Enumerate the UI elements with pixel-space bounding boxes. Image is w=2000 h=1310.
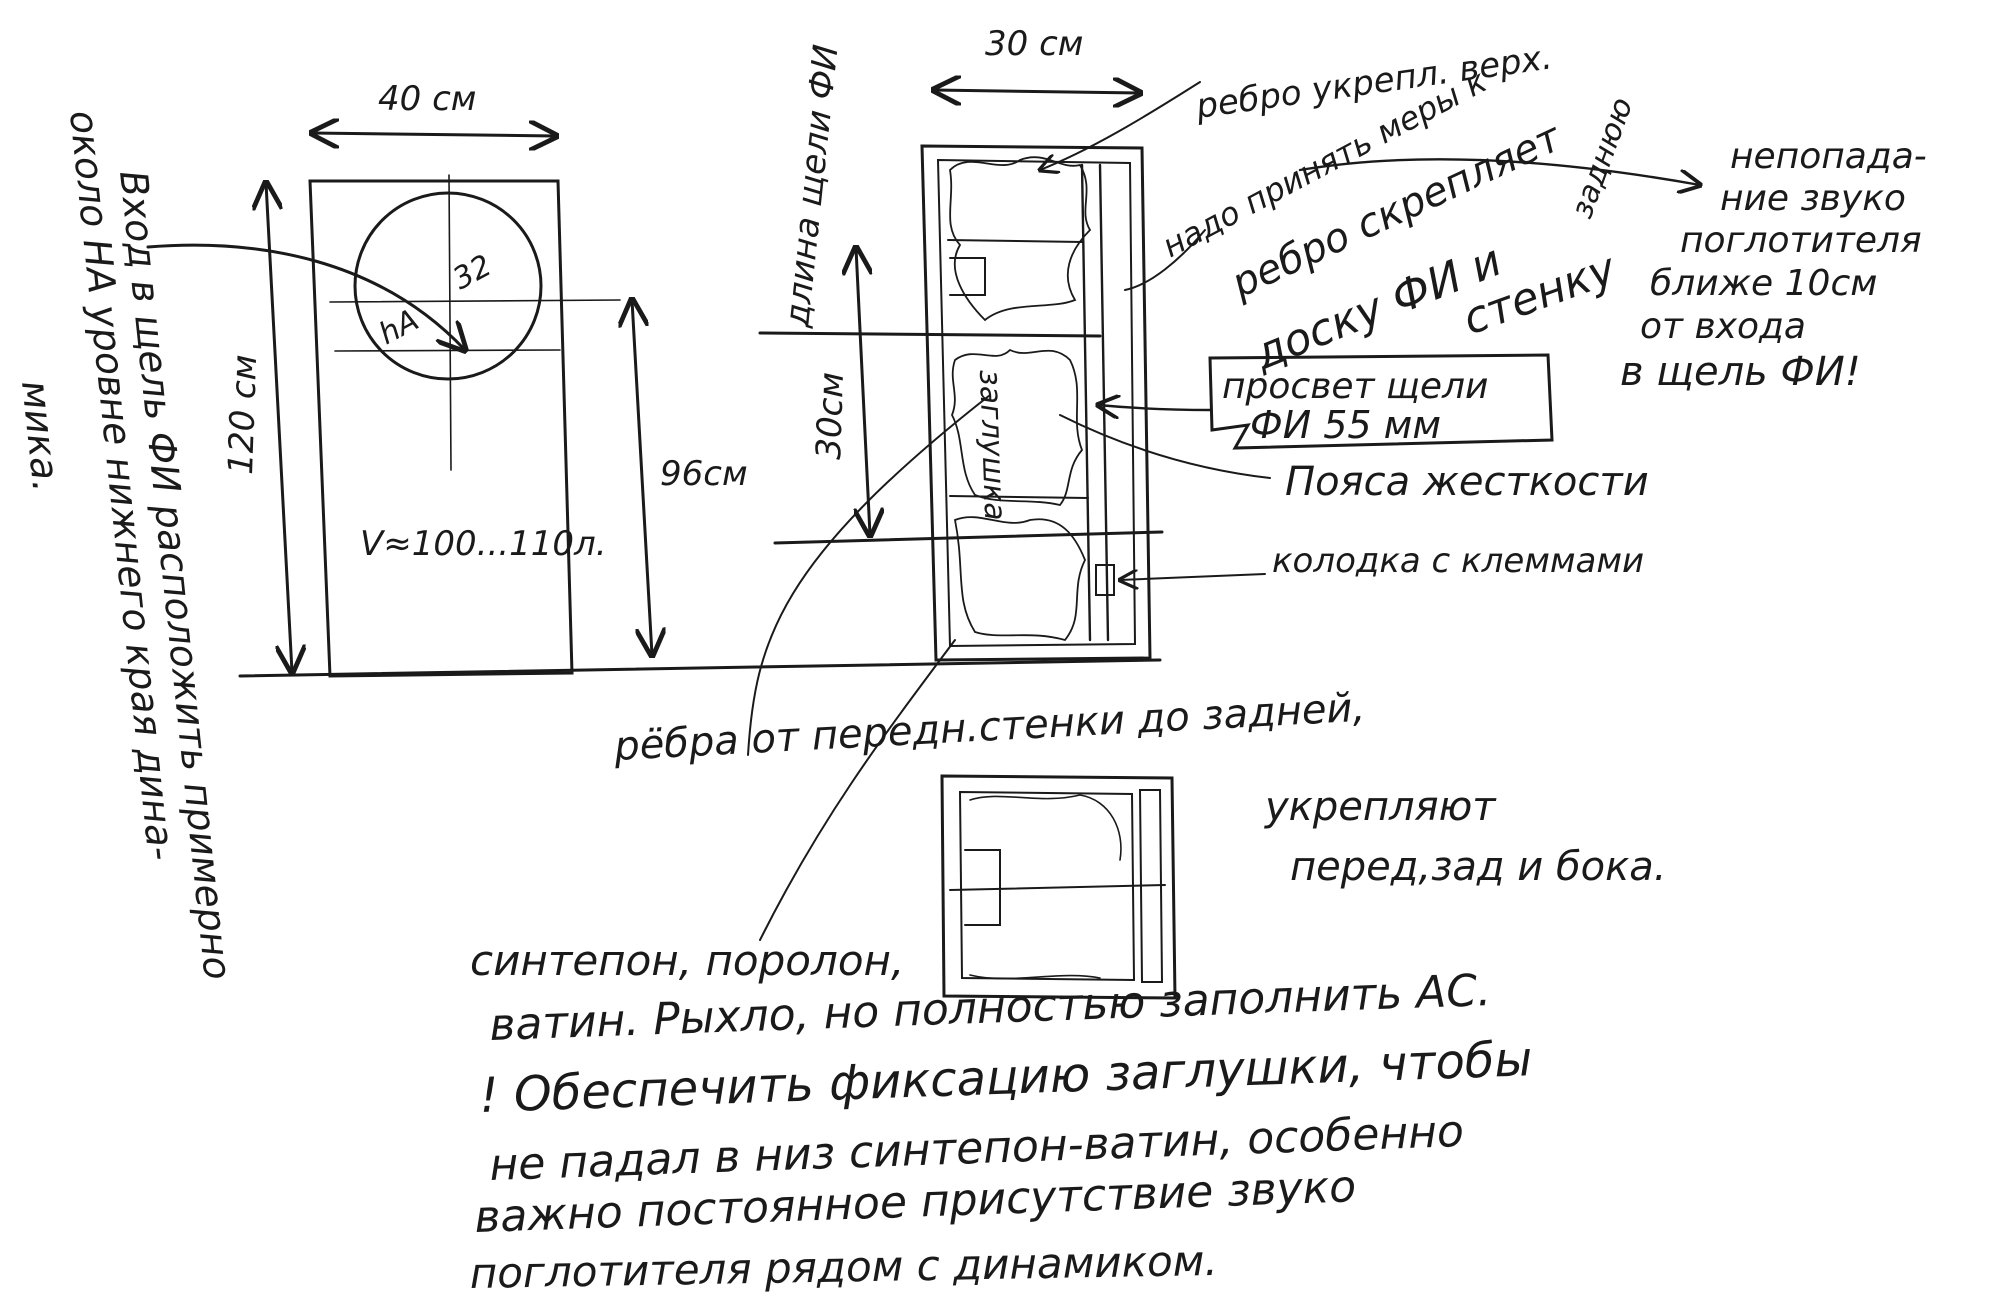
bottom-note-line6: поглотителя рядом с динамиком. [469,1236,1218,1298]
center-line-horizontal [329,299,621,303]
volume-label: V≈100...110л. [360,524,607,564]
top-rib-label: ребро укрепл. верх. [1193,37,1555,127]
slot-gap-line2: ФИ 55 мм [1250,403,1441,447]
section-driver [964,849,1001,926]
front-width-arrow [312,133,556,136]
leader-absorber [759,639,956,941]
section-inner [958,790,1136,982]
port-height-label: 96см [660,454,748,494]
front-width-label: 40 см [378,79,476,119]
leader-terminal [1120,574,1266,580]
leader-slot-gap [1098,405,1212,410]
side-cabinet-outer [920,144,1152,662]
side-cabinet-inner [936,158,1137,648]
ground-line [238,658,1162,678]
absorber-fluff-top [949,156,1092,322]
no-absorber-line3: поглотителя [1680,220,1922,261]
terminal-block [1095,564,1115,596]
terminal-block-label: колодка с клеммами [1272,541,1644,581]
leader-measures [1298,158,1700,185]
center-line-vertical [448,174,452,471]
leader-rib-fastens [1124,229,1206,291]
entry-arrow [146,243,465,350]
stiffness-rib-1 [947,239,1083,243]
slot-length-line-top [758,331,1102,338]
slot-length-line-bottom [773,530,1164,545]
slot-gap-line1: просвет щели [1222,366,1488,407]
no-absorber-line4: ближе 10см [1650,263,1877,304]
stiffness-belts-label: Пояса жесткости [1285,459,1649,505]
no-absorber-line6: в щель ФИ! [1620,349,1861,395]
fi-board-2 [1098,163,1110,642]
side-width-arrow [934,90,1140,93]
no-absorber-line1: непопада- [1730,136,1927,177]
driver-bottom-line [334,349,561,352]
ribs-note-line2: укрепляют [1264,784,1497,830]
plug-label: заглушка [972,369,1012,521]
front-height-arrow [266,183,292,672]
driver-label: 32 [447,248,497,297]
leader-belts-1 [1059,414,1271,479]
section-fi-board [1138,789,1164,983]
fi-board [1080,163,1092,642]
slot-30-arrow [856,248,870,535]
port-height-arrow [632,300,652,655]
leader-ribs [747,394,991,756]
section-rib [949,884,1166,891]
section-outer [940,774,1177,1000]
no-absorber-line5: от входа [1640,306,1806,347]
slot-gap-box [1208,353,1554,450]
absorber-fluff-middle [951,348,1084,507]
front-height-label: 120 см [221,354,265,475]
vertical-note-line3: мика. [13,378,68,494]
slot-30-label: 30см [809,371,852,460]
slot-length-label: длина щели ФИ [777,43,847,330]
driver-magnet [949,257,986,296]
absorber-fluff-bottom [953,516,1086,642]
side-width-label: 30 см [985,24,1083,64]
leader-top-rib [1040,81,1201,170]
ribs-note-line3: перед,зад и бока. [1290,844,1667,890]
no-absorber-line2: ние звуко [1720,178,1906,219]
bottom-note-line1: синтепон, поролон, [470,936,904,985]
ribs-note-line1: рёбра от передн.стенки до задней, [612,685,1366,770]
stiffness-rib-2 [949,495,1089,499]
driver-circle [353,191,543,381]
front-cabinet-outline [308,179,574,678]
rib-fastens-label-3: заднюю [1565,93,1641,223]
section-fluff [969,794,1122,980]
